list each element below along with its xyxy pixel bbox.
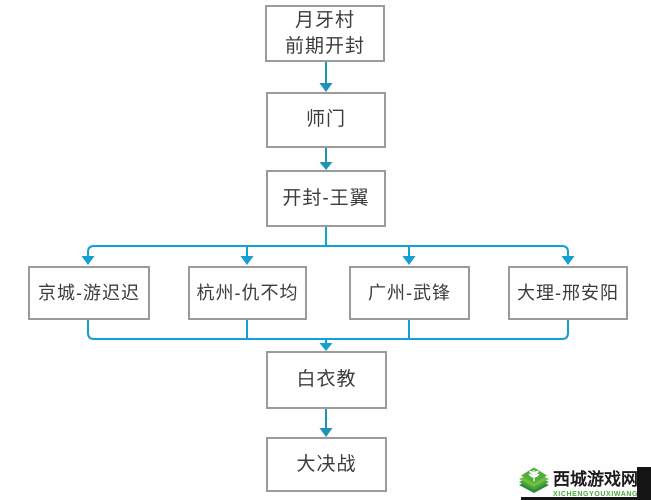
flow-node-guangzhou: 广州-武锋 [349,266,470,320]
site-pinyin: XICHENGYOUXIWANG [553,491,639,498]
flow-node-shimen: 师门 [266,92,386,148]
watermark-text-column: 西城游戏网 XICHENGYOUXIWANG [553,465,639,498]
arrowhead-guangzhou [402,256,416,265]
arrowhead-hangzhou [240,256,254,265]
arrowhead-jingcheng [81,256,95,265]
flow-node-start: 月牙村 前期开封 [265,5,385,62]
watermark-bottom-strip [521,497,651,500]
arrowhead-dali [561,256,575,265]
site-logo-icon [519,467,549,493]
flow-node-baiyijiao: 白衣教 [266,351,387,409]
flow-node-dali: 大理-邢安阳 [508,266,628,320]
edge-branches-converge [87,320,569,344]
arrowhead-kaifeng [319,162,333,170]
flow-node-hangzhou: 杭州-仇不均 [188,266,307,320]
flow-node-kaifeng-wangyi: 开封-王翼 [266,170,386,227]
flow-node-final-battle: 大决战 [266,437,387,492]
watermark: 西城游戏网 XICHENGYOUXIWANG [516,463,651,500]
watermark-corner-block [637,467,651,500]
flow-node-jingcheng: 京城-游迟迟 [28,266,150,320]
site-name: 西城游戏网 [553,470,638,489]
edge-kaifeng-fanout [87,227,569,257]
arrowhead-shimen [319,83,333,92]
arrowhead-final [319,428,333,437]
arrowhead-baiyijiao [319,343,333,351]
